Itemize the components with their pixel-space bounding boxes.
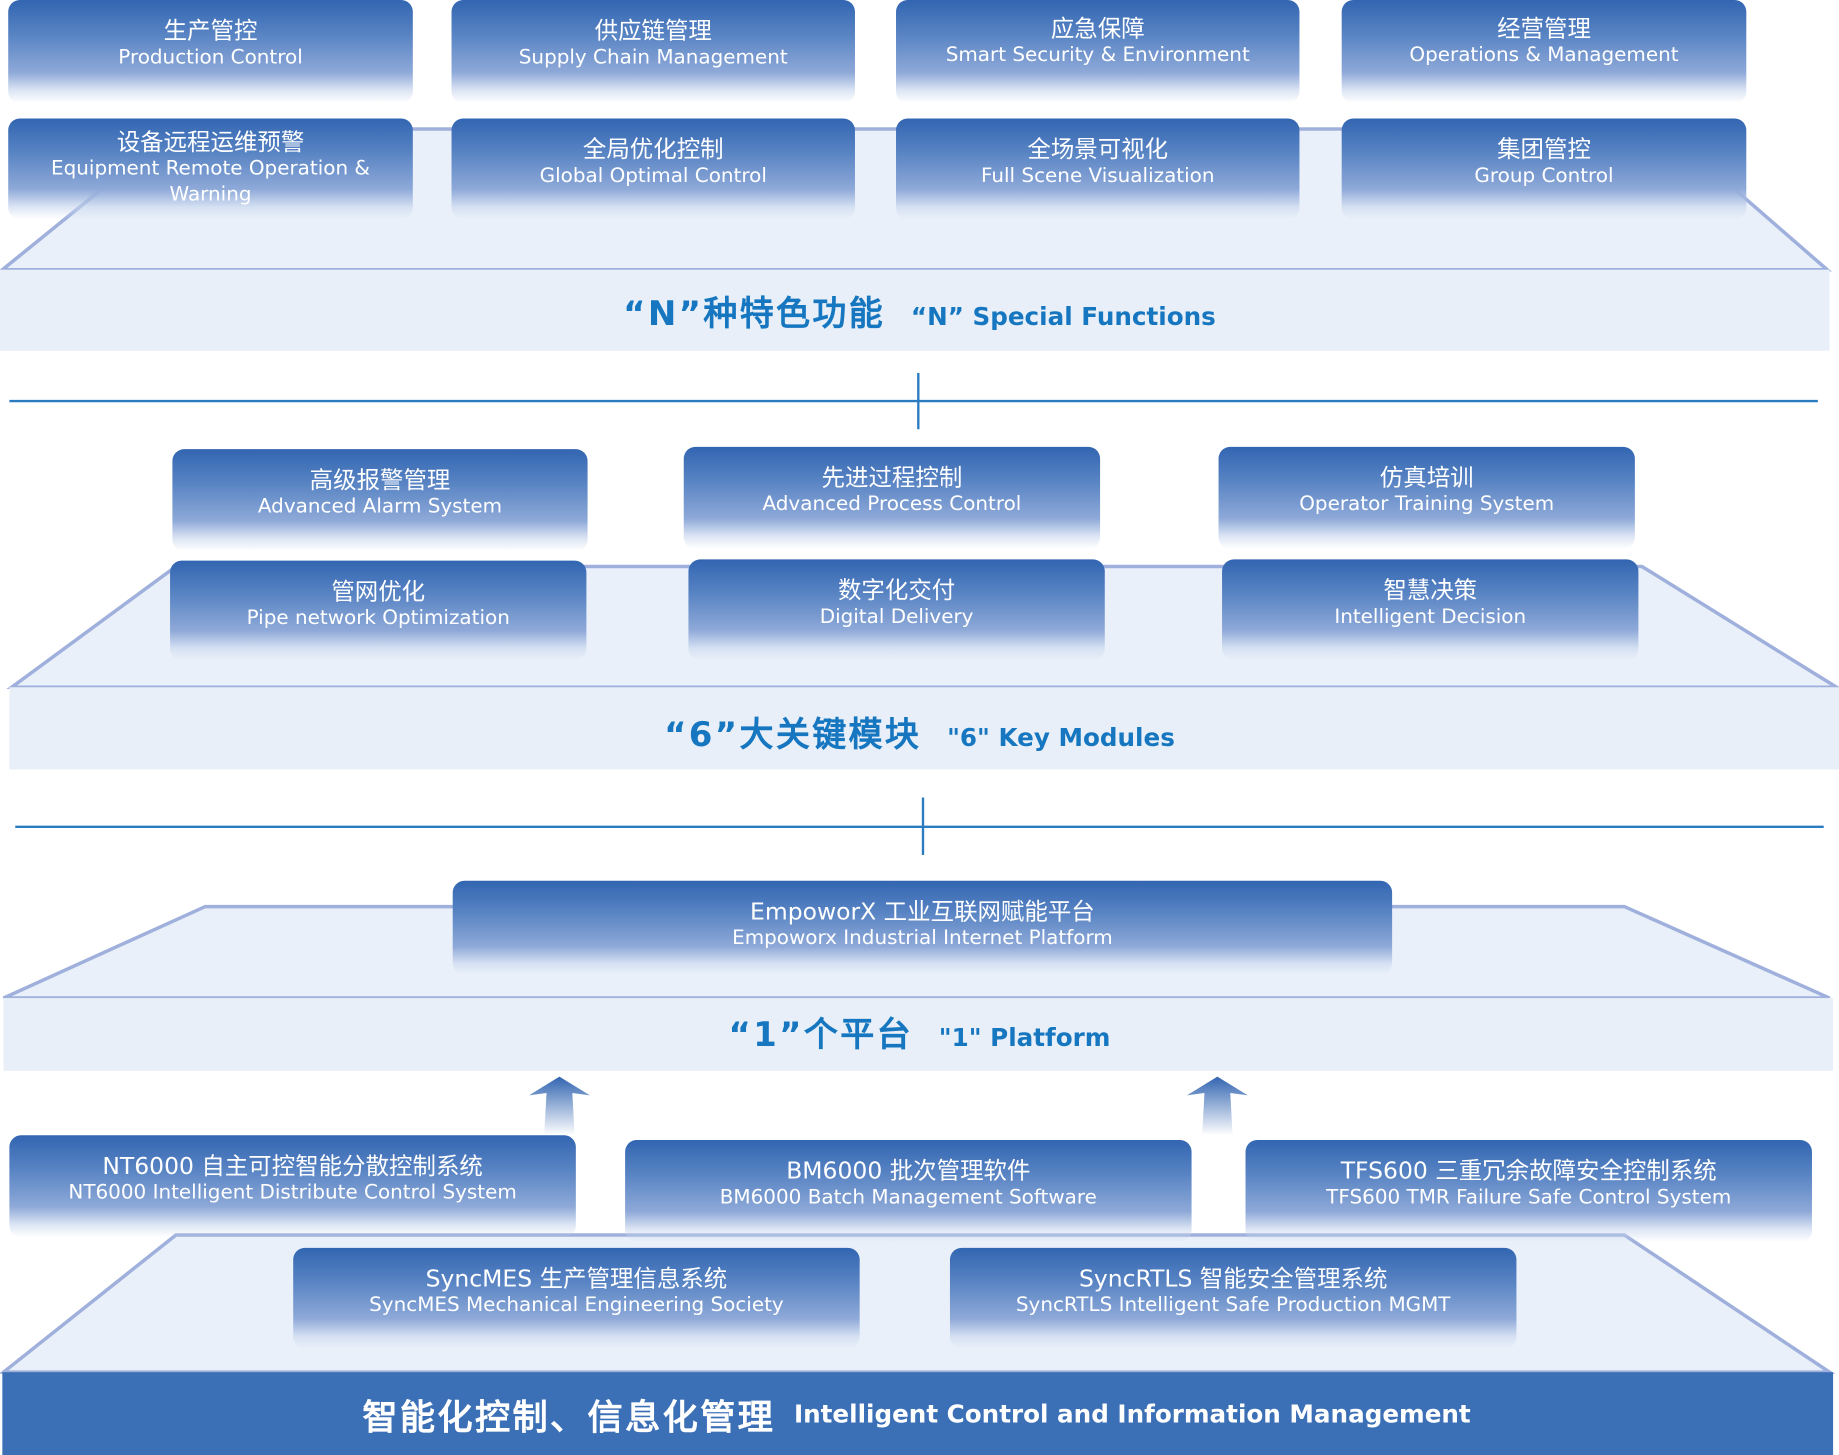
- module-label-en: SyncMES Mechanical Engineering Society: [369, 1293, 784, 1318]
- module-label-zh: SyncMES 生产管理信息系统: [425, 1264, 728, 1293]
- module-label-zh: 经营管理: [1497, 14, 1591, 43]
- title-en: "6" Key Modules: [947, 723, 1175, 752]
- section-title-1: “1”个平台 "1" Platform: [0, 1007, 1839, 1056]
- module-label-en: Global Optimal Control: [539, 164, 767, 188]
- title-en: “N” Special Functions: [910, 302, 1216, 331]
- title-en: "1" Platform: [938, 1023, 1111, 1053]
- section-title-6: “6”大关键模块 "6" Key Modules: [0, 707, 1839, 756]
- module-label-en: TFS600 TMR Failure Safe Control System: [1326, 1185, 1732, 1210]
- title-zh: 智能化控制、信息化管理: [362, 1397, 776, 1439]
- title-en: Intelligent Control and Information Mana…: [793, 1399, 1471, 1428]
- band-6: [9, 687, 1839, 770]
- module-label-zh: 高级报警管理: [309, 465, 451, 494]
- module-label-zh: 全场景可视化: [1027, 134, 1169, 164]
- module-label-zh: 先进过程控制: [821, 463, 963, 492]
- module-label-en: BM6000 Batch Management Software: [719, 1185, 1097, 1210]
- section-title-n: “N”种特色功能 “N” Special Functions: [0, 286, 1839, 335]
- module-label-zh: NT6000 自主可控智能分散控制系统: [102, 1151, 483, 1180]
- module-label-zh: 管网优化: [331, 577, 426, 606]
- title-zh: “6”大关键模块: [664, 714, 922, 755]
- module-label-zh: 生产管控: [163, 16, 258, 45]
- module-label-zh: 仿真培训: [1379, 463, 1474, 492]
- module-label-en: NT6000 Intelligent Distribute Control Sy…: [68, 1181, 517, 1205]
- module-label-en: Intelligent Decision: [1334, 605, 1527, 629]
- module-label-en: Advanced Process Control: [762, 492, 1022, 517]
- module-label-zh: TFS600 三重冗余故障安全控制系统: [1340, 1156, 1717, 1185]
- module-label-zh: 设备远程运维预警: [116, 127, 305, 156]
- band-n: [0, 269, 1830, 351]
- module-label-en: Equipment Remote Operation & Warning: [51, 157, 370, 207]
- module-label-zh: 智慧决策: [1383, 575, 1478, 604]
- module-label-zh: 应急保障: [1050, 14, 1145, 43]
- title-zh: “N”种特色功能: [623, 293, 886, 334]
- module-label-en: Operations & Management: [1409, 43, 1679, 67]
- module-label-en: Smart Security & Environment: [945, 43, 1250, 67]
- module-label-zh: 集团管控: [1497, 134, 1591, 164]
- up-arrow-icon: [1186, 1076, 1248, 1136]
- module-label-zh: SyncRTLS 智能安全管理系统: [1078, 1264, 1388, 1293]
- module-label-zh: BM6000 批次管理软件: [786, 1156, 1031, 1185]
- section-title-base: 智能化控制、信息化管理 Intelligent Control and Infor…: [0, 1372, 1833, 1455]
- module-label-en: Operator Training System: [1299, 492, 1555, 517]
- module-label-zh: 供应链管理: [594, 16, 712, 45]
- module-label-en: Supply Chain Management: [518, 45, 788, 70]
- module-label-en: Digital Delivery: [819, 605, 974, 629]
- module-label-zh: 全局优化控制: [582, 134, 724, 164]
- module-label-zh: EmpoworX 工业互联网赋能平台: [750, 897, 1095, 926]
- up-arrow-icon: [528, 1076, 590, 1136]
- module-label-en: Production Control: [118, 45, 303, 70]
- module-label-en: SyncRTLS Intelligent Safe Production MGM…: [1015, 1293, 1451, 1318]
- module-label-en: Full Scene Visualization: [980, 164, 1215, 188]
- module-label-en: Group Control: [1474, 164, 1614, 188]
- module-label-en: Empoworx Industrial Internet Platform: [732, 926, 1113, 950]
- band-1: [3, 998, 1834, 1071]
- module-label-en: Pipe network Optimization: [246, 606, 510, 630]
- module-label-zh: 数字化交付: [837, 575, 956, 604]
- title-zh: “1”个平台: [728, 1014, 913, 1055]
- platform-base: [0, 1233, 1836, 1374]
- module-label-en: Advanced Alarm System: [257, 494, 503, 519]
- band-base: [2, 1372, 1834, 1455]
